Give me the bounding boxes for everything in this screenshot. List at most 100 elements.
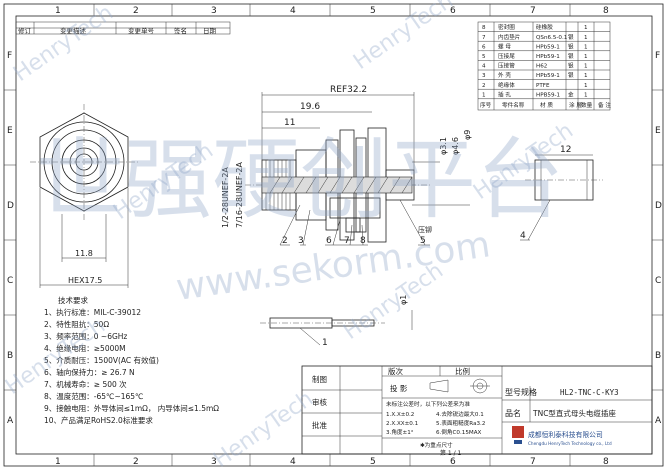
tb-pizhun: 批准 [312,420,327,430]
bom-cell: 2 [482,83,486,89]
tb-unit-note: ✱为重点尺寸 [420,441,453,449]
tb-name: TNC型直式母头电缆插座 [532,408,616,418]
bom-cell: 压接管 [498,62,515,70]
pin-view: φ1 1 [260,295,413,348]
col-label: 1 [55,457,61,467]
row-label: E [655,126,661,136]
callout-2: 2 [282,236,288,246]
bom-cell: 银 [568,42,574,50]
bom-cell: 1 [584,44,588,50]
rev-header: 签名 [174,26,187,35]
column-labels: 1 2 3 4 5 6 7 8 1 2 3 4 5 6 7 8 [55,6,609,467]
bom-cell: HPb59-1 [536,54,560,60]
rev-header: 日期 [203,27,217,35]
tb-page: 第 1 / 1 [440,449,462,457]
bom-cell: 密封圈 [498,23,515,31]
tb-name-label: 品名 [505,408,521,418]
tb-tol: 3.角度±1° [386,428,414,436]
rev-header: 变更描述 [60,26,87,35]
tech-title: 技术要求 [58,295,88,305]
dim-d9: φ9 [463,130,472,140]
callout-7: 7 [344,236,350,246]
tech-item: 7、机械寿命：≥ 500 次 [44,379,127,389]
callout-5: 5 [420,236,426,246]
crimp-note: 压铆 [418,225,432,234]
col-label: 8 [603,6,609,16]
watermark-text: www.sekorm.com [174,224,493,309]
tb-touying: 投 影 [390,383,408,393]
col-label: 1 [55,6,61,16]
bom-cell: 6 [482,44,486,50]
tb-unmarked-tol: 未标注公差时，以下列公差来为准 [386,400,470,408]
bom-cell: H62 [536,64,547,70]
watermark-text: HenryTech [349,0,458,75]
bom-cell: 5 [482,54,486,60]
bom-cell: PTFE [536,83,550,89]
watermark-text: 世强硬创平台 [36,128,564,231]
tech-item: 3、频率范围：0 ~6GHz [44,331,127,341]
company-name-en: Chengdu HenryTech Technology co., Ltd [528,441,612,446]
bom-cell: 插 孔 [498,90,511,98]
col-label: 3 [211,457,217,467]
bom-cell: 银 [568,52,574,60]
col-label: 6 [450,6,456,16]
end-view: 11.8 HEX17.5 [30,104,140,288]
outer-border [3,3,664,467]
tech-item: 2、特性阻抗：50Ω [44,319,109,329]
col-label: 4 [290,457,296,467]
grid-lines [4,4,663,466]
col-label: 7 [530,457,536,467]
col-label: 7 [530,6,536,16]
tech-item: 10、产品满足RoHS2.0标准要求 [44,415,153,425]
row-label: A [655,416,662,426]
bom-cell: 内齿垫片 [498,33,521,41]
dim-d1: φ1 [399,295,408,305]
dim-11: 11 [284,118,295,128]
tb-tol: 4.去除锐边最大0.1 [436,410,484,418]
tech-item: 4、绝缘电阻：≥5000M [44,343,126,353]
bom-cell: HPb59-1 [536,44,560,50]
bom-cell: 1 [584,83,588,89]
tb-tol: 2.X.XX±0.1 [386,421,419,427]
tb-tol: 6.倒角C0.15MAX [436,428,482,436]
company-logo: 成都恒利泰科技有限公司 Chengdu HenryTech Technology… [512,426,612,446]
dim-d4-6: φ4.6 [451,137,460,155]
bom-cell: 8 [482,25,486,31]
title-block: 制图 审核 批准 版次 比例 投 影 未标注公差时，以下列公差来为准 1.X.X… [301,365,653,457]
tb-tol: 5.表面粗糙度Ra3.2 [436,419,485,427]
tb-zhitu: 制图 [312,374,327,384]
row-label: C [7,276,13,286]
tech-requirements: 技术要求 1、执行标准：MIL-C-39012 2、特性阻抗：50Ω 3、频率范… [44,295,219,425]
bom-cell: HPB59-1 [536,92,561,98]
bom-cell: 压接尾 [498,52,515,60]
bom-cell: 银 [568,71,574,79]
bom-cell: 1 [584,73,588,79]
col-label: 2 [133,457,139,467]
bom-header: 材 质 [540,101,553,109]
dim-d3-1: φ3.1 [439,137,448,155]
tb-model-label: 型号规格 [505,387,537,397]
col-label: 4 [290,6,296,16]
dim-ref: REF32.2 [330,85,367,95]
bom-cell: 1 [584,54,588,60]
row-label: B [655,351,661,361]
bom-cell: 外 壳 [498,71,511,79]
row-label: A [7,416,14,426]
thread-label-1: 1/2-28UNEF-2A [221,167,230,228]
bom-cell: 7 [482,35,486,41]
bom-cell: 金 [568,90,574,98]
row-label: C [655,276,661,286]
company-name: 成都恒利泰科技有限公司 [528,430,603,439]
row-label: F [7,51,12,61]
bom-header: 序号 [480,101,492,109]
tb-banci: 版次 [388,366,403,376]
bom-cell: 1 [584,64,588,70]
col-label: 8 [603,457,609,467]
col-label: 3 [211,6,217,16]
tb-model: HL2-TNC-C-KY3 [560,388,619,397]
callout-3: 3 [298,236,304,246]
projection-symbol [429,378,490,394]
bom-cell: 3 [482,73,486,79]
